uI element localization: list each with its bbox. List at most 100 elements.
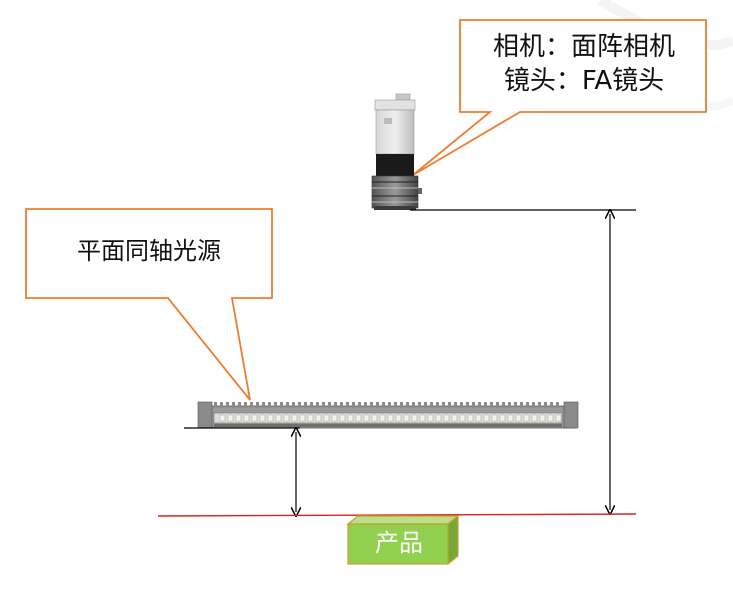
heatsink-fin [388, 402, 391, 408]
heatsink-fin [424, 402, 427, 408]
led-bead [275, 414, 282, 422]
led-bead [267, 414, 274, 422]
led-bead [259, 414, 266, 422]
led-bead [427, 414, 434, 422]
led-bead [283, 414, 290, 422]
heatsink-fin [316, 402, 319, 408]
heatsink-fin [280, 402, 283, 408]
heatsink-fin [352, 402, 355, 408]
heatsink-fin [448, 402, 451, 408]
led-bead [315, 414, 322, 422]
led-bead [355, 414, 362, 422]
camera-callout-text: 相机：面阵相机 镜头：FA镜头 [462, 30, 706, 98]
led-bead [219, 414, 226, 422]
heatsink-fin [238, 402, 241, 408]
heatsink-fin [358, 402, 361, 408]
led-bead [339, 414, 346, 422]
product-block [346, 514, 460, 566]
camera-callout [412, 19, 707, 176]
product-plane-line [157, 513, 637, 517]
heatsink-fin [376, 402, 379, 408]
heatsink-fin [346, 402, 349, 408]
heatsink-fin [286, 402, 289, 408]
camera-icon [374, 93, 416, 176]
led-bead [299, 414, 306, 422]
light-source-label: 平面同轴光源 [77, 237, 221, 265]
heatsink-fin [418, 402, 421, 408]
led-bead [467, 414, 474, 422]
heatsink-fin [232, 402, 235, 408]
led-bead [347, 414, 354, 422]
heatsink-fin [460, 402, 463, 408]
heatsink-fin [262, 402, 265, 408]
heatsink-fin [466, 402, 469, 408]
heatsink-fin [532, 402, 535, 408]
led-bead [235, 414, 242, 422]
led-bead [251, 414, 258, 422]
heatsink-fin [274, 402, 277, 408]
heatsink-fin [520, 402, 523, 408]
heatsink-fin [496, 402, 499, 408]
heatsink-fin [400, 402, 403, 408]
led-bead [371, 414, 378, 422]
heatsink-fin [310, 402, 313, 408]
heatsink-fin [406, 402, 409, 408]
heatsink-fin [268, 402, 271, 408]
heatsink-fin [472, 402, 475, 408]
light-callout [25, 208, 273, 401]
heatsink-fin [394, 402, 397, 408]
heatsink-fin [256, 402, 259, 408]
lens-icon [371, 175, 422, 210]
led-bead [403, 414, 410, 422]
heatsink-fin [214, 402, 217, 408]
led-bead [459, 414, 466, 422]
working-distance-dimension [410, 210, 636, 510]
heatsink-fin [550, 402, 553, 408]
led-bead [531, 414, 538, 422]
heatsink-fin [250, 402, 253, 408]
heatsink-fin [292, 402, 295, 408]
heatsink-fin [436, 402, 439, 408]
led-bead [395, 414, 402, 422]
heatsink-fin [334, 402, 337, 408]
heatsink-fin [370, 402, 373, 408]
led-bead [291, 414, 298, 422]
heatsink-fin [304, 402, 307, 408]
led-bead [363, 414, 370, 422]
led-bead [307, 414, 314, 422]
led-bead [483, 414, 490, 422]
heatsink-fin [490, 402, 493, 408]
led-bead [523, 414, 530, 422]
led-bead [499, 414, 506, 422]
heatsink-fin [526, 402, 529, 408]
heatsink-fin [244, 402, 247, 408]
heatsink-fin [382, 402, 385, 408]
coaxial-light-icon [197, 401, 579, 429]
heatsink-fin [340, 402, 343, 408]
heatsink-fin [538, 402, 541, 408]
product-label: 产品 [375, 529, 423, 557]
heatsink-fin [226, 402, 229, 408]
lens-type-label: 镜头：FA镜头 [503, 66, 665, 96]
led-bead [539, 414, 546, 422]
heatsink-fin [430, 402, 433, 408]
heatsink-fin [478, 402, 481, 408]
led-bead [515, 414, 522, 422]
heatsink-fin [508, 402, 511, 408]
heatsink-fin [328, 402, 331, 408]
led-bead [227, 414, 234, 422]
led-bead [507, 414, 514, 422]
light-distance-dimension [184, 428, 300, 512]
led-bead [243, 414, 250, 422]
heatsink-fin [412, 402, 415, 408]
heatsink-fin [322, 402, 325, 408]
camera-type-label: 相机：面阵相机 [492, 32, 675, 62]
heatsink-fin [364, 402, 367, 408]
led-bead [379, 414, 386, 422]
heatsink-fin [514, 402, 517, 408]
heatsink-fin [298, 402, 301, 408]
led-bead [443, 414, 450, 422]
led-bead [475, 414, 482, 422]
heatsink-fin [220, 402, 223, 408]
